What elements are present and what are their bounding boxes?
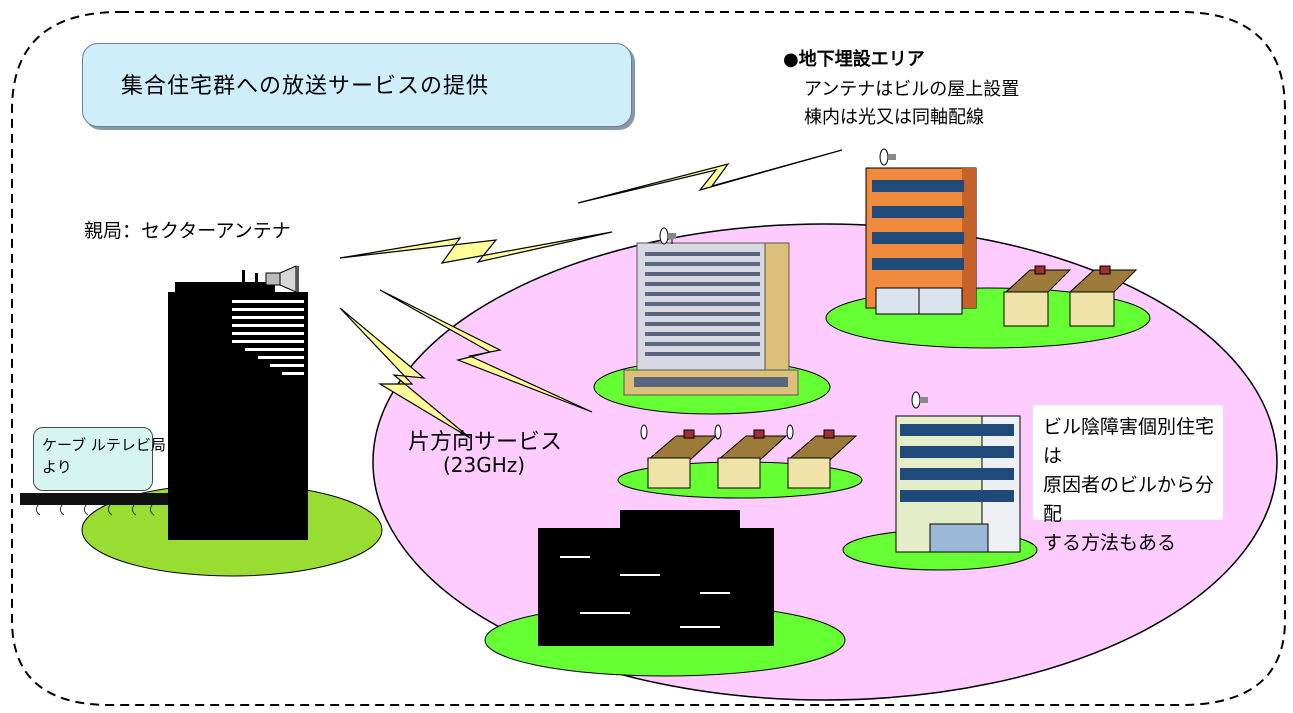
outer-boundary bbox=[11, 11, 1286, 706]
sector-antenna-icon bbox=[265, 265, 299, 293]
beam-to-houses bbox=[339, 307, 471, 439]
underground-heading: ●地下埋設エリア bbox=[783, 49, 925, 70]
dish-antenna-icon bbox=[659, 227, 676, 245]
service-frequency: (23GHz) bbox=[443, 453, 526, 477]
right-apartment-building bbox=[895, 415, 1021, 553]
note-line1: ビル陰障害個別住宅は bbox=[1043, 416, 1215, 467]
orange-office-building bbox=[865, 167, 977, 315]
lightning-beams bbox=[339, 149, 843, 439]
note-line2: 原因者のビルから分配 bbox=[1043, 474, 1215, 525]
three-houses bbox=[646, 429, 858, 489]
underground-line2: 棟内は光又は同軸配線 bbox=[804, 107, 984, 128]
cable-tv-line1: ケーブ ルテレビ局 bbox=[42, 436, 166, 454]
dish-antenna-icon bbox=[879, 148, 896, 166]
note-line3: する方法もある bbox=[1043, 532, 1177, 554]
bottom-apartment-complex bbox=[538, 510, 774, 646]
house-pair-right bbox=[1003, 265, 1138, 327]
dish-antenna-icon bbox=[640, 424, 794, 440]
cable-line bbox=[20, 493, 170, 516]
beam-to-mid-area bbox=[379, 289, 593, 413]
parent-station-label: 親局：セクターアンテナ bbox=[84, 220, 291, 242]
title-box: 集合住宅群への放送サービスの提供 bbox=[82, 43, 632, 127]
beam-to-orange-building bbox=[577, 149, 843, 204]
underground-line1: アンテナはビルの屋上設置 bbox=[804, 79, 1020, 100]
cable-tv-box: ケーブ ルテレビ局 より bbox=[33, 427, 166, 491]
beam-to-tan-building bbox=[339, 231, 613, 264]
dish-antenna-icon bbox=[911, 391, 928, 409]
cable-tv-line2: より bbox=[42, 458, 72, 476]
service-label: 片方向サービス bbox=[408, 430, 563, 455]
diagram-title: 集合住宅群への放送サービスの提供 bbox=[121, 74, 490, 99]
building-shadow-note: ビル陰障害個別住宅は 原因者のビルから分配 する方法もある bbox=[1033, 405, 1223, 554]
tan-apartment-building bbox=[623, 242, 799, 396]
parent-station-building bbox=[168, 270, 308, 540]
